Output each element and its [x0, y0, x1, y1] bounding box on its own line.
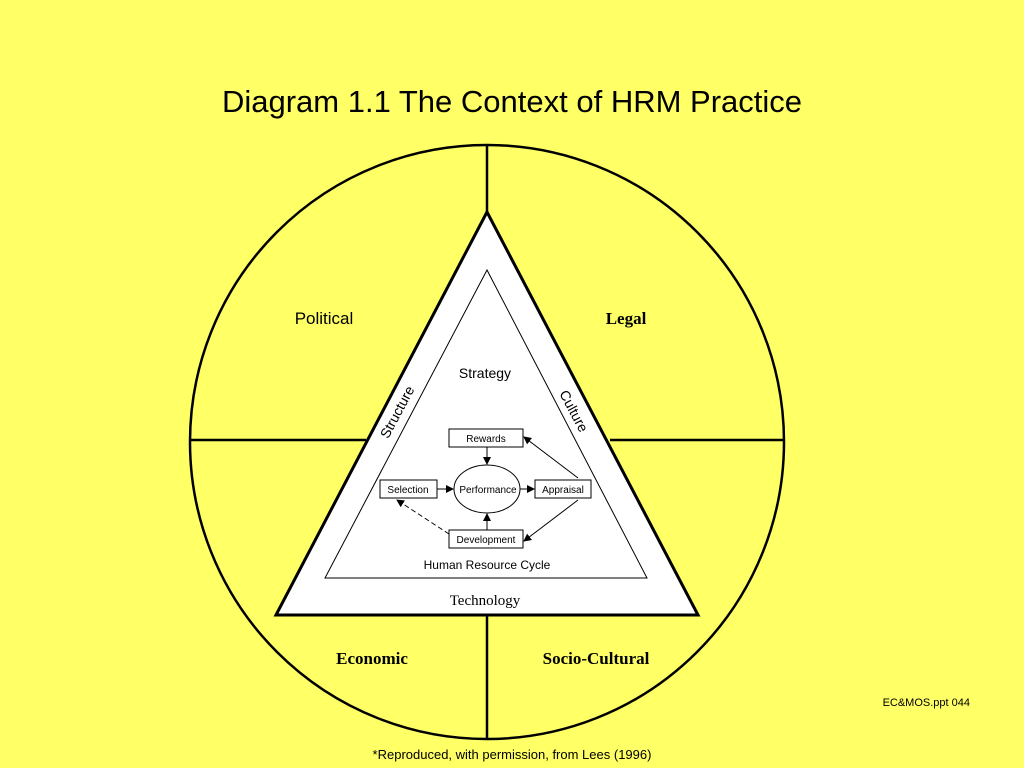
- arrow-development-to-selection: [396, 499, 450, 535]
- inner-triangle: [324, 268, 648, 579]
- performance-label: Performance: [459, 485, 517, 496]
- footnote: *Reproduced, with permission, from Lees …: [372, 747, 652, 762]
- hr-cycle-label: Human Resource Cycle: [424, 558, 551, 572]
- legal-label: Legal: [606, 309, 647, 328]
- appraisal-box: [534, 479, 592, 499]
- appraisal-label: Appraisal: [542, 485, 584, 496]
- strategy-label: Strategy: [459, 365, 511, 381]
- arrow-appraisal-to-rewards: [523, 436, 579, 479]
- selection-label: Selection: [387, 485, 428, 496]
- slide-reference: EC&MOS.ppt 044: [882, 697, 970, 709]
- technology-label: Technology: [450, 593, 521, 609]
- economic-label: Economic: [336, 649, 408, 668]
- political-label: Political: [295, 309, 354, 328]
- socio-cultural-label: Socio-Cultural: [543, 649, 650, 668]
- development-label: Development: [457, 535, 516, 546]
- slide-title: Diagram 1.1 The Context of HRM Practice: [221, 84, 803, 119]
- arrow-appraisal-to-development: [523, 499, 579, 542]
- rewards-box: [448, 428, 524, 448]
- development-box: [448, 529, 524, 549]
- rewards-label: Rewards: [466, 434, 505, 445]
